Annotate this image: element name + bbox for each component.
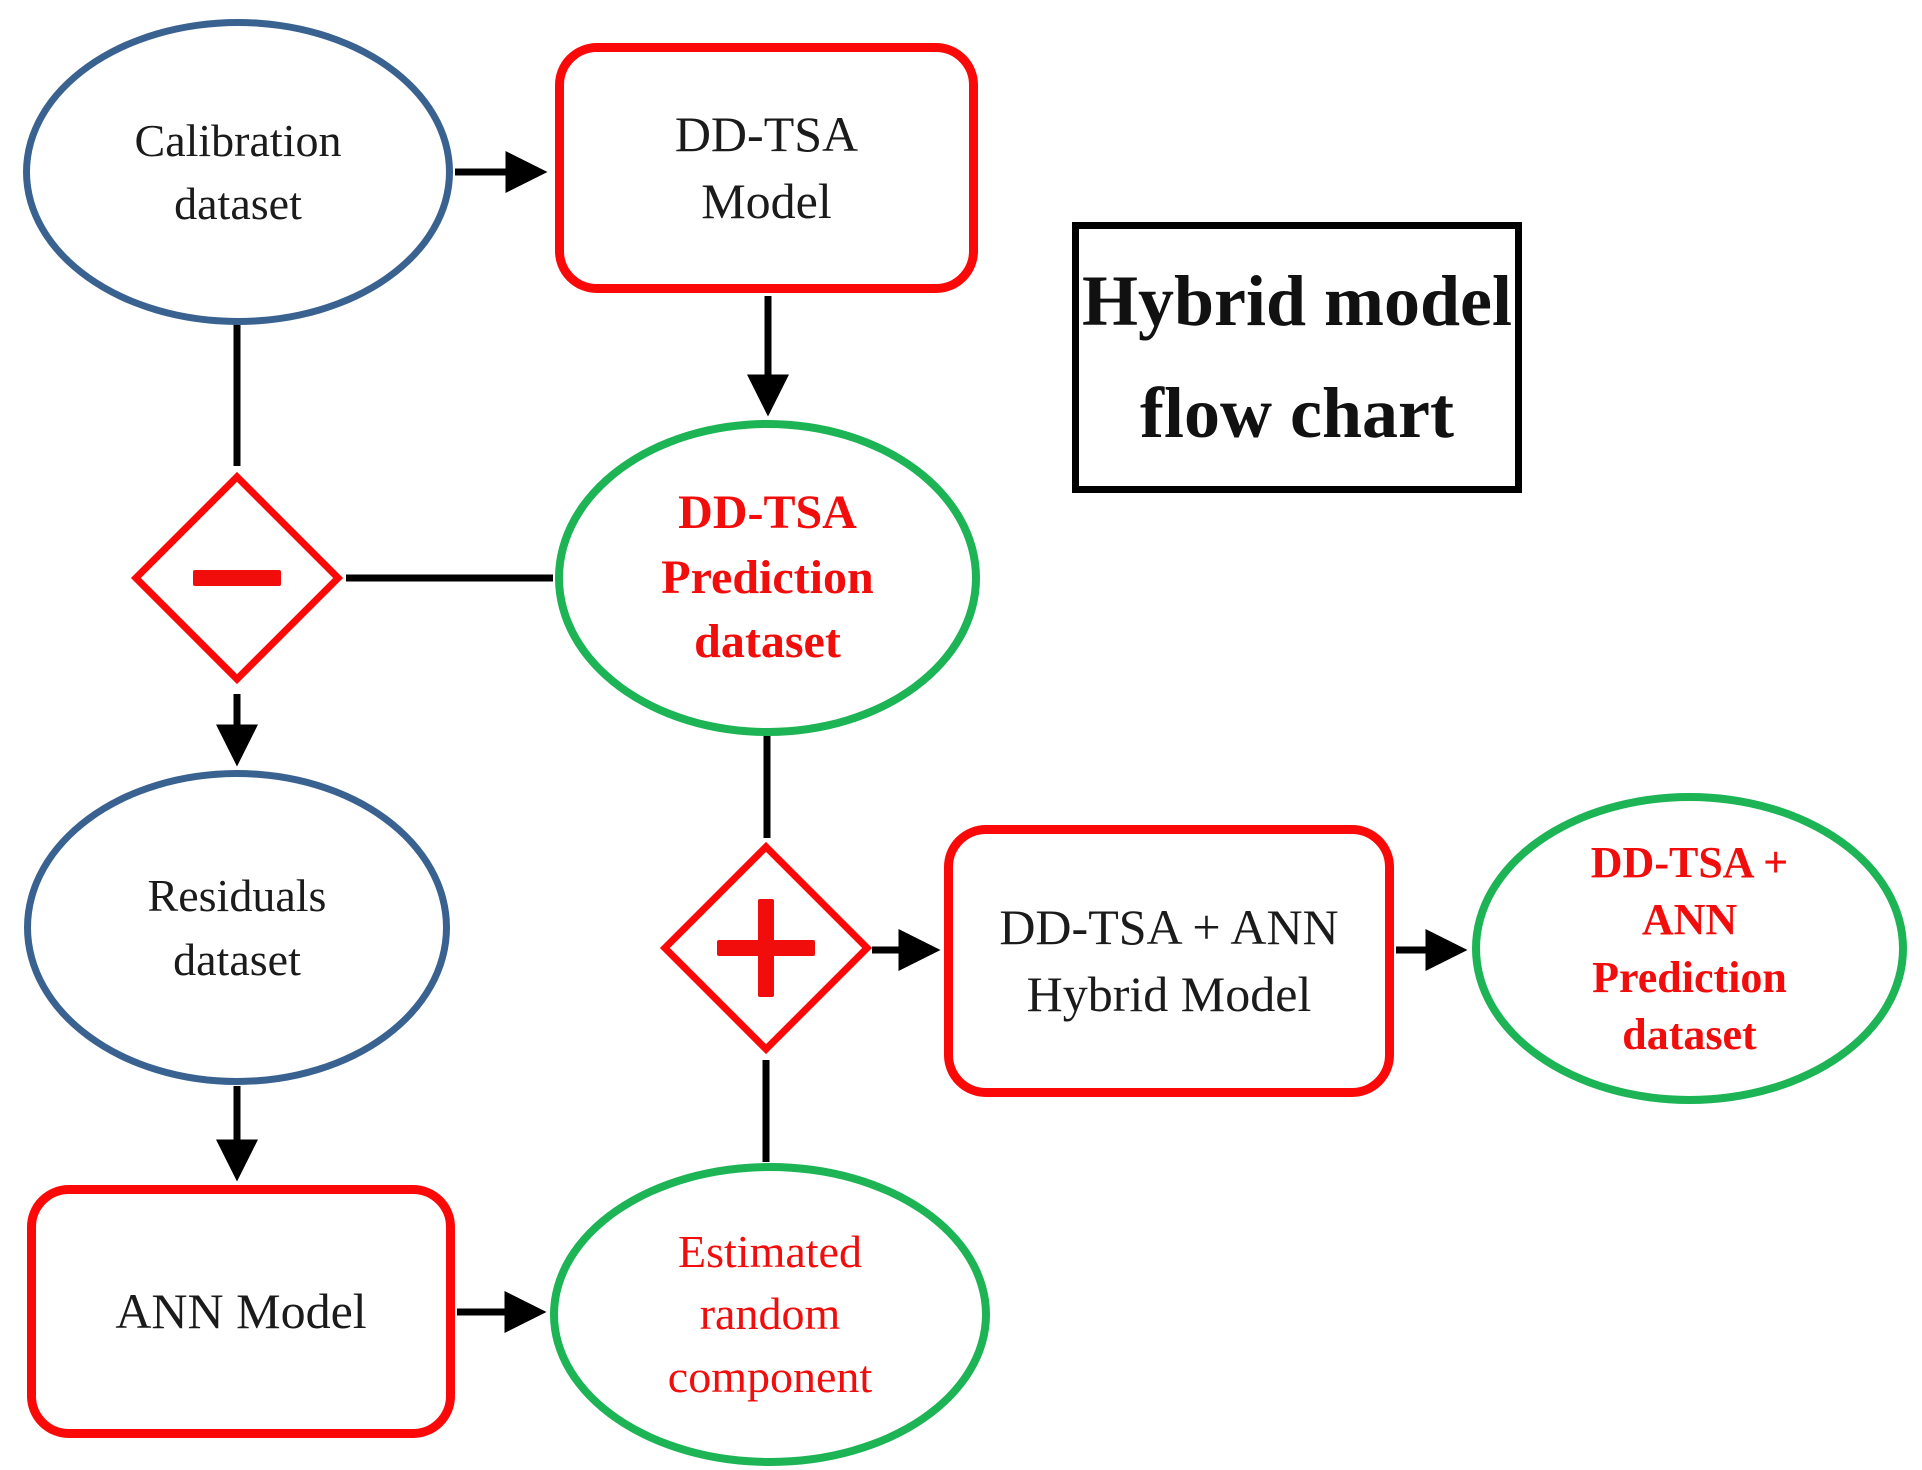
add-operator: [659, 841, 873, 1055]
node-label-line: Calibration: [134, 114, 342, 166]
node-label-line: DD-TSA: [678, 485, 857, 539]
node-label-line: Model: [701, 173, 832, 229]
node-label-line: random: [699, 1288, 841, 1340]
diagram-title-line: Hybrid model: [1081, 260, 1513, 341]
node-ddtsa-model: DD-TSA Model: [555, 43, 978, 293]
node-ann-model: ANN Model: [27, 1185, 455, 1438]
node-label-line: dataset: [173, 933, 301, 985]
node-calibration-dataset: Calibration dataset: [23, 19, 453, 325]
subtract-operator: [130, 471, 344, 685]
node-ddtsa-prediction-dataset: DD-TSA Prediction dataset: [555, 420, 980, 736]
node-label-line: Hybrid Model: [1026, 966, 1312, 1022]
node-label-line: DD-TSA: [674, 105, 859, 162]
node-ddtsa-ann-prediction-dataset: DD-TSA + ANN Prediction dataset: [1472, 793, 1907, 1104]
diagram-title-line: flow chart: [1140, 372, 1454, 453]
node-label-line: DD-TSA + ANN: [999, 898, 1339, 955]
node-label-line: dataset: [1622, 1009, 1757, 1059]
node-label-line: Residuals: [147, 870, 327, 922]
node-label-line: dataset: [694, 615, 841, 669]
node-label-line: dataset: [174, 178, 302, 229]
plus-icon: [758, 899, 774, 997]
node-label-line: ANN Model: [115, 1282, 367, 1339]
minus-icon: [193, 570, 281, 586]
node-label-line: Estimated: [678, 1226, 862, 1278]
node-hybrid-model: DD-TSA + ANN Hybrid Model: [944, 825, 1394, 1097]
node-label-line: Prediction: [661, 550, 874, 604]
node-residuals-dataset: Residuals dataset: [24, 770, 450, 1085]
node-label-line: DD-TSA +: [1590, 838, 1789, 888]
node-label-line: component: [667, 1350, 873, 1402]
node-label-line: ANN: [1641, 895, 1738, 945]
node-estimated-random-component: Estimated random component: [550, 1163, 990, 1466]
node-label-line: Prediction: [1592, 952, 1787, 1002]
diagram-title: Hybrid model flow chart: [1072, 222, 1522, 493]
